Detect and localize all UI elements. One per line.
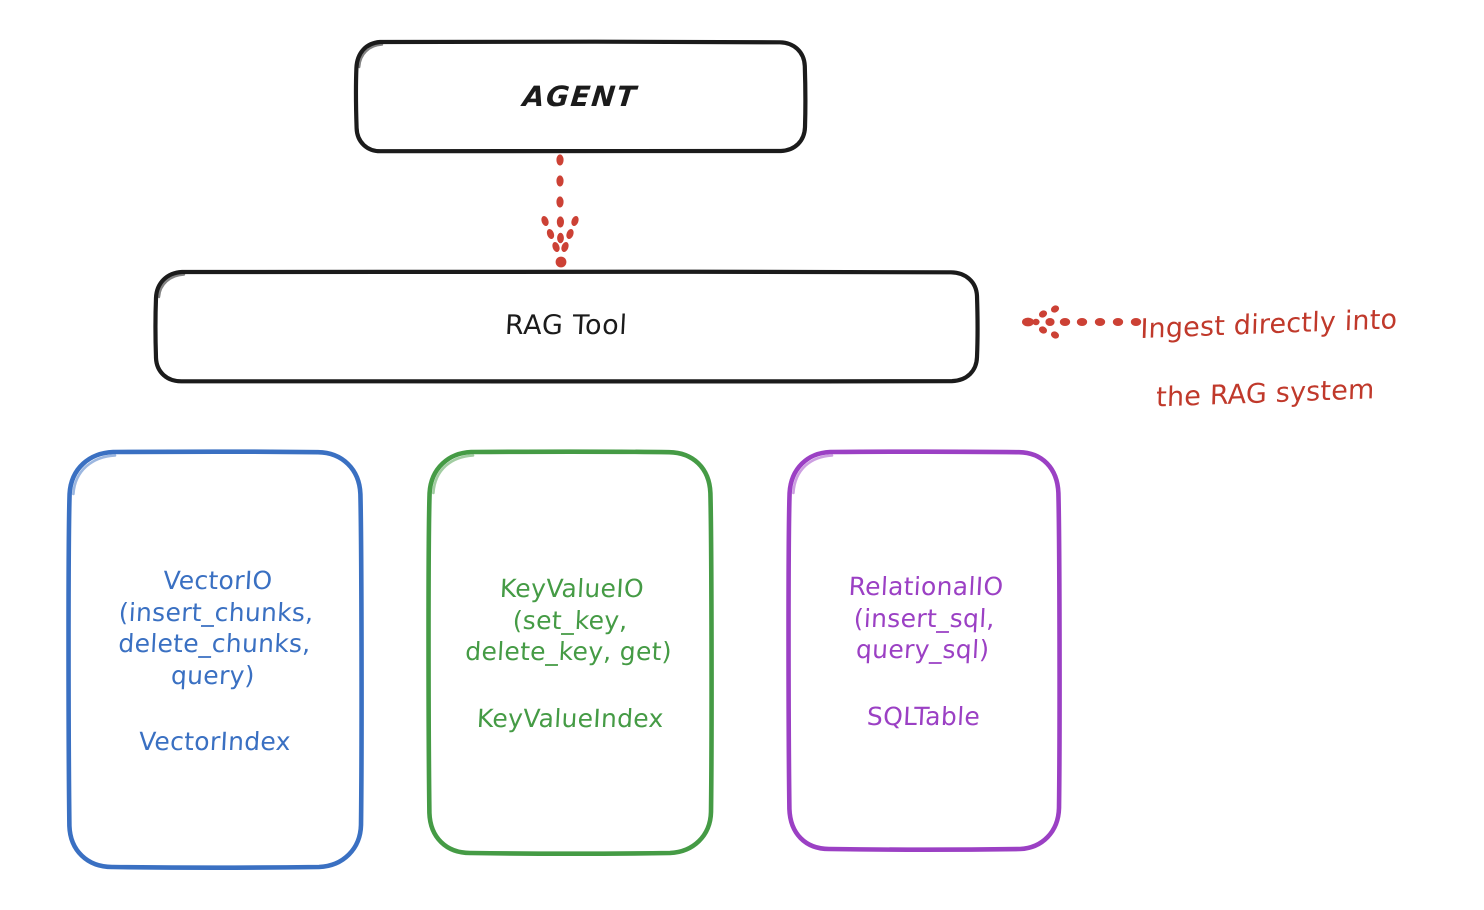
relational-io-sub-label: SQLTable <box>866 701 982 731</box>
vector-io-label: VectorIO (insert_chunks, delete_chunks, … <box>117 565 314 690</box>
ingest-annotation-line-2: the RAG system <box>1155 373 1376 414</box>
node-key-value-io[interactable]: KeyValueIO (set_key, delete_key, get) Ke… <box>425 448 715 858</box>
relational-io-label: RelationalIO (insert_sql, query_sql) <box>847 572 1004 665</box>
agent-to-rag-tool-connector <box>541 154 579 268</box>
vector-io-sub-label: VectorIndex <box>138 726 292 756</box>
node-vector-io[interactable]: VectorIO (insert_chunks, delete_chunks, … <box>65 448 365 872</box>
ingest-annotation-line-1: Ingest directly into <box>1139 303 1398 345</box>
node-agent[interactable]: AGENT <box>353 38 808 155</box>
dotted-left-arrow-icon <box>1022 305 1142 339</box>
agent-label: AGENT <box>521 79 640 113</box>
node-relational-io[interactable]: RelationalIO (insert_sql, query_sql) SQL… <box>785 448 1063 854</box>
key-value-io-sub-label: KeyValueIndex <box>475 703 665 733</box>
key-value-io-label: KeyValueIO (set_key, delete_key, get) <box>464 574 673 667</box>
dotted-down-arrow-icon <box>541 154 579 268</box>
node-rag-tool[interactable]: RAG Tool <box>152 268 981 385</box>
ingest-annotation: Ingest directly into the RAG system <box>1137 265 1482 451</box>
rag-tool-label: RAG Tool <box>504 310 629 342</box>
ingest-connector <box>1022 305 1142 339</box>
